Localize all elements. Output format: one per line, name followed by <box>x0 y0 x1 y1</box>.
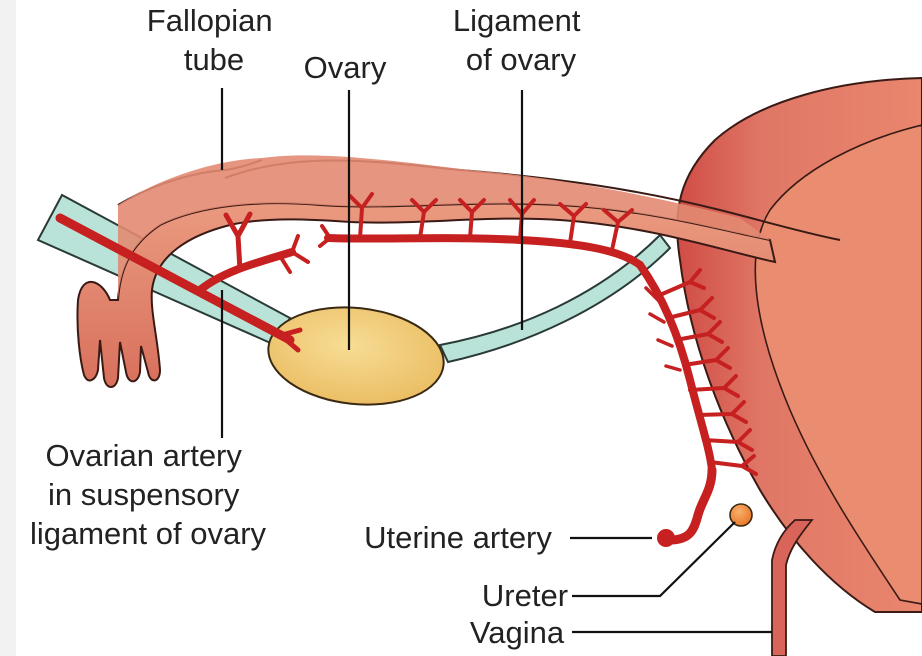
label-ovary: Ovary <box>304 50 387 85</box>
label-ovarian-artery: Ovarian artery in suspensory ligament of… <box>30 438 267 551</box>
label-ureter: Ureter <box>482 578 568 613</box>
ovarian-artery <box>55 211 310 353</box>
leader-ureter <box>572 521 736 598</box>
label-fallopian-tube: Fallopian tube <box>147 3 281 77</box>
ligament-of-ovary <box>438 233 672 364</box>
label-uterine-artery: Uterine artery <box>364 520 552 555</box>
tube-upper-fill <box>118 155 770 300</box>
ureter <box>729 503 753 527</box>
label-vagina: Vagina <box>470 615 565 650</box>
label-ligament-of-ovary: Ligament of ovary <box>453 3 589 77</box>
leader-lines <box>220 88 772 634</box>
ovary <box>267 306 445 406</box>
vagina <box>771 519 814 656</box>
uterine-cavity <box>754 124 922 605</box>
